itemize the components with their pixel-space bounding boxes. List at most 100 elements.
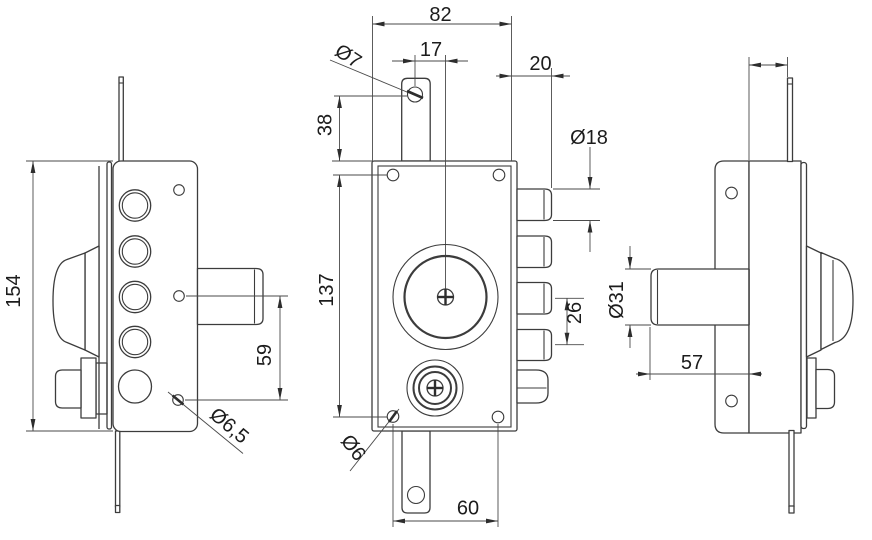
knob-1 xyxy=(118,189,152,222)
arrow-left-icon xyxy=(551,73,564,79)
right-side-view: Ø31 57 xyxy=(606,57,854,514)
code-knobs xyxy=(117,189,153,404)
rod-bottom-cap xyxy=(114,504,121,514)
dim-bolt-dia: Ø18 xyxy=(553,127,608,252)
cylinder-base xyxy=(95,362,108,415)
mounting-strip xyxy=(800,161,808,430)
boss-ring xyxy=(403,254,488,340)
dim-rod-offset xyxy=(748,57,788,160)
dim-deadbolt-length: 57 xyxy=(636,327,762,380)
arrow-up-icon xyxy=(30,161,36,173)
arrow-up-icon xyxy=(277,296,283,308)
dim-label-tab-hole-offset: 17 xyxy=(420,39,442,61)
case-body xyxy=(748,160,802,434)
arrow-left-icon xyxy=(372,21,385,27)
hole-slash xyxy=(406,89,424,100)
plate-hole-top xyxy=(725,186,738,200)
case-hole-top-left xyxy=(386,168,400,182)
cylinder-flange xyxy=(806,357,817,419)
boss-outer-circle xyxy=(392,243,499,351)
knob-4-inner xyxy=(121,328,149,356)
cylinder-body xyxy=(815,368,836,410)
dim-label-base-hole-dia: Ø6 xyxy=(336,431,370,466)
key-cylinder xyxy=(406,359,464,417)
plate-hole-bottom xyxy=(172,394,184,406)
outer-handle xyxy=(52,245,100,358)
case-hole-bottom-left xyxy=(386,410,400,423)
dim-case-width: 82 xyxy=(372,4,512,161)
arrow-up-icon xyxy=(587,220,593,233)
knob-4 xyxy=(118,325,152,359)
plate-hole-middle xyxy=(173,290,185,302)
dim-tab-hole-offset: 17 xyxy=(392,39,468,86)
bottom-tab-hole xyxy=(406,485,426,505)
deadbolt-side xyxy=(196,267,264,326)
lower-cylinder-knob xyxy=(806,357,836,419)
dim-label-bolt-dia: Ø18 xyxy=(570,127,608,149)
knob-boss xyxy=(392,243,499,351)
dim-tab-hole-drop: 38 xyxy=(315,95,407,162)
dim-overall-height: 154 xyxy=(3,160,113,432)
arrow-down-icon xyxy=(337,405,342,417)
handle-dome xyxy=(52,252,86,351)
arrow-right-icon xyxy=(499,73,512,79)
left-side-view: 154 59 Ø6,5 xyxy=(3,76,288,514)
arrow-left-icon xyxy=(445,58,458,64)
dim-bolt-pitch: 26 xyxy=(555,297,586,346)
lower-cylinder-knob xyxy=(54,357,108,419)
arrow-up-icon xyxy=(337,96,342,108)
dim-label-tab-hole-dia: Ø7 xyxy=(331,40,365,73)
handle-flange xyxy=(84,245,100,358)
cylinder-ring-1 xyxy=(412,365,458,411)
arrow-down-icon xyxy=(277,388,283,400)
dim-deadbolt-dia: Ø31 xyxy=(606,246,651,348)
arrow-up-icon xyxy=(337,175,342,187)
knob-2-inner xyxy=(121,238,149,265)
cylinder-ring-2 xyxy=(418,371,452,405)
arrow-right-icon xyxy=(486,518,498,524)
spindle-rod-bottom xyxy=(114,430,121,508)
spindle-rod-top xyxy=(786,77,794,163)
bottom-tab xyxy=(401,430,431,514)
cylinder-body xyxy=(54,369,82,409)
knob-5 xyxy=(117,369,153,404)
arrow-down-icon xyxy=(564,332,570,345)
dim-label-overall-height: 154 xyxy=(3,274,25,307)
case-hole-top-right xyxy=(492,168,506,182)
arrow-left-icon xyxy=(749,371,761,377)
lock-case-inner xyxy=(377,165,512,428)
latch-bolt xyxy=(516,369,549,404)
handle-dome xyxy=(820,251,854,351)
dim-label-tab-hole-drop: 38 xyxy=(315,114,337,136)
dim-label-deadbolt-dia: Ø31 xyxy=(606,281,628,319)
arrow-up-icon xyxy=(564,298,570,311)
bolt-2 xyxy=(516,235,553,269)
arrow-down-icon xyxy=(587,177,593,189)
arrow-down-icon xyxy=(30,419,36,431)
dim-label-deadbolt-length: 57 xyxy=(681,352,703,374)
locking-bolts xyxy=(516,188,553,404)
front-view: 82 17 20 Ø7 xyxy=(315,4,608,527)
arrow-left-icon xyxy=(393,518,405,524)
spindle-rod-bottom xyxy=(788,429,795,508)
hole-slash xyxy=(171,394,185,406)
top-tab xyxy=(401,77,431,162)
hole-slash xyxy=(387,410,399,423)
dim-knob-hole-pitch: 59 xyxy=(185,295,288,401)
arrow-down-icon xyxy=(337,149,342,161)
knob-3-inner xyxy=(121,283,149,311)
knob-3 xyxy=(118,280,152,314)
arrow-right-icon xyxy=(499,21,512,27)
dim-base-hole-pitch: 60 xyxy=(392,424,499,527)
bolt-1 xyxy=(516,188,553,222)
case-hole-bottom-right xyxy=(491,410,505,424)
top-tab-hole xyxy=(406,86,424,103)
outer-handle xyxy=(805,245,854,358)
dim-label-bolt-protrusion: 20 xyxy=(529,53,551,75)
cylinder-flange xyxy=(80,357,97,419)
leader-line xyxy=(329,59,420,98)
arrow-right-icon xyxy=(638,371,650,377)
dim-case-height: 137 xyxy=(316,174,387,418)
